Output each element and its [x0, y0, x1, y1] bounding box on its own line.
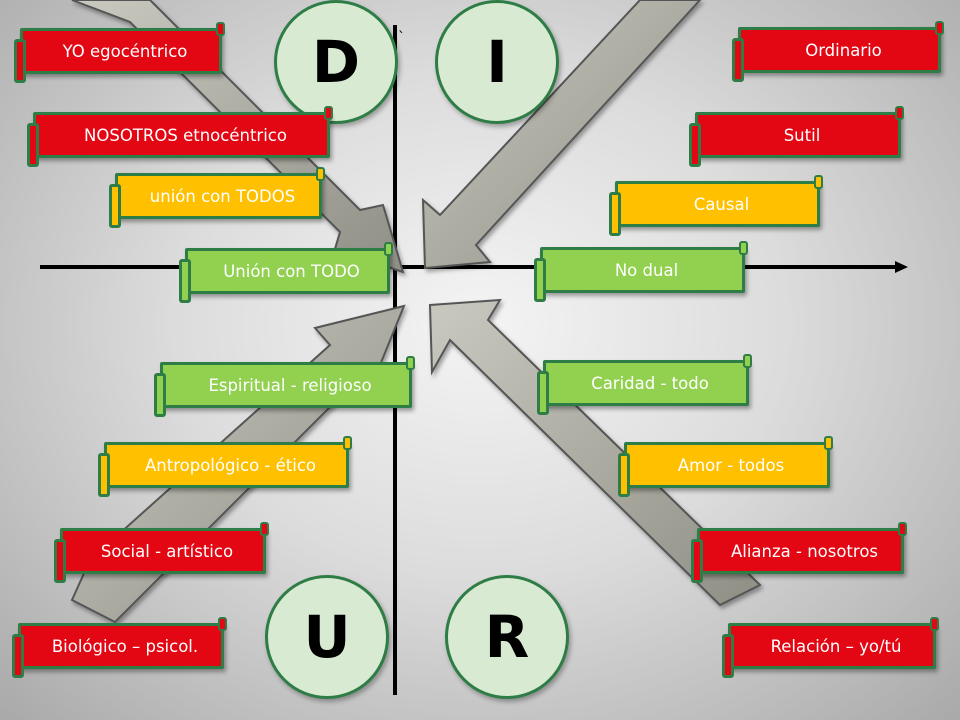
quadrant-u-letter: U — [303, 603, 351, 671]
label-nosotros-etnocentrico: NOSOTROS etnocéntrico — [27, 106, 333, 167]
label-antropologico-etico: Antropológico - ético — [98, 436, 352, 497]
quadrant-r-circle: R — [445, 575, 569, 699]
quadrant-i-circle: I — [435, 0, 559, 124]
label-social-artistico: Social - artístico — [54, 522, 269, 583]
label-no-dual: No dual — [534, 241, 748, 302]
label-caridad-todo: Caridad - todo — [537, 354, 752, 415]
arrow-bottom-right — [428, 298, 762, 607]
label-sutil: Sutil — [689, 106, 904, 167]
axis-tick-mark: ` — [398, 30, 405, 46]
quadrant-d-letter: D — [311, 28, 361, 96]
label-relacion-yo-tu: Relación – yo/tú — [722, 617, 939, 678]
label-causal: Causal — [609, 175, 823, 236]
label-yo-egocentrico: YO egocéntrico — [14, 22, 225, 83]
horizontal-axis-arrowhead — [895, 261, 908, 273]
quadrant-d-circle: D — [274, 0, 398, 124]
label-espiritual-religioso: Espiritual - religioso — [154, 356, 415, 417]
label-union-con-todos: unión con TODOS — [109, 167, 325, 228]
quadrant-r-letter: R — [484, 603, 530, 671]
label-ordinario: Ordinario — [732, 21, 944, 82]
label-alianza-nosotros: Alianza - nosotros — [691, 522, 907, 583]
label-biologico-psicol: Biológico – psicol. — [12, 617, 227, 678]
label-union-con-todo: Unión con TODO — [179, 242, 393, 303]
arrow-top-right — [421, 0, 702, 270]
label-amor-todos: Amor - todos — [618, 436, 833, 497]
quadrant-i-letter: I — [486, 28, 508, 96]
quadrant-u-circle: U — [265, 575, 389, 699]
